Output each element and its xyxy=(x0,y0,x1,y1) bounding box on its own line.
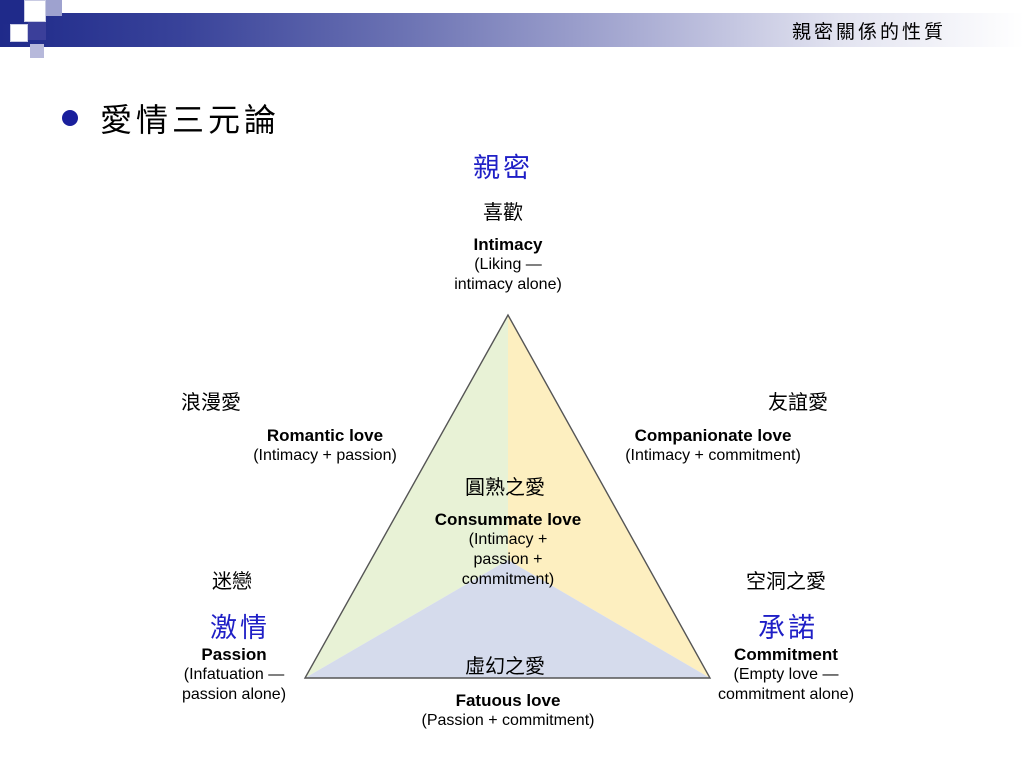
empty-love-cjk-label: 空洞之愛 xyxy=(746,569,826,593)
intimacy-sub-line2: intimacy alone) xyxy=(454,276,562,293)
intimacy-cjk-label: 親密 xyxy=(473,153,533,184)
region-blue xyxy=(305,560,710,678)
header-square-decoration xyxy=(0,0,24,24)
passion-sub-line2: passion alone) xyxy=(181,686,287,703)
header-square-decoration xyxy=(10,24,28,42)
passion-sub-line1: (Infatuation — xyxy=(183,666,285,683)
header-gradient-band xyxy=(0,13,1024,47)
header-square-decoration xyxy=(24,0,46,22)
fatuous-love-sub: (Passion + commitment) xyxy=(421,712,595,729)
slide-header: 親密關係的性質 xyxy=(0,0,1024,58)
intimacy-sub-line1: (Liking — xyxy=(474,256,542,273)
commitment-sub-line2: commitment alone) xyxy=(717,686,855,703)
romantic-love-title: Romantic love xyxy=(266,426,384,445)
consummate-love-sub-line2: passion + xyxy=(473,551,543,568)
romantic-love-label: Romantic love (Intimacy + passion) xyxy=(253,425,397,466)
companionate-love-cjk-label: 友誼愛 xyxy=(768,390,828,414)
header-square-decoration xyxy=(46,0,62,16)
header-title: 親密關係的性質 xyxy=(791,21,946,43)
intimacy-label: Intimacy (Liking — intimacy alone) xyxy=(454,234,562,295)
commitment-sub-line1: (Empty love — xyxy=(733,666,839,683)
consummate-love-cjk-label: 圓熟之愛 xyxy=(465,475,545,499)
fatuous-love-label: Fatuous love (Passion + commitment) xyxy=(422,690,595,731)
header-square-decoration xyxy=(30,44,44,58)
triangle-outline xyxy=(303,313,712,679)
romantic-love-sub: (Intimacy + passion) xyxy=(253,447,397,464)
bullet-text: 愛情三元論 xyxy=(100,101,281,139)
fatuous-love-title: Fatuous love xyxy=(455,691,561,710)
passion-label: Passion (Infatuation — passion alone) xyxy=(182,644,286,705)
consummate-love-sub-line3: commitment) xyxy=(461,571,555,588)
header-square-decoration xyxy=(28,22,46,40)
fatuous-love-cjk-label: 虛幻之愛 xyxy=(465,654,545,678)
romantic-love-cjk-label: 浪漫愛 xyxy=(181,390,241,414)
passion-title: Passion xyxy=(201,645,267,664)
commitment-cjk-label: 承諾 xyxy=(758,613,818,644)
infatuation-cjk-label: 迷戀 xyxy=(212,569,252,593)
bullet-item: 愛情三元論 xyxy=(62,96,280,140)
commitment-title: Commitment xyxy=(734,645,838,664)
intimacy-title: Intimacy xyxy=(473,235,543,254)
companionate-love-sub: (Intimacy + commitment) xyxy=(625,447,801,464)
consummate-love-sub-line1: (Intimacy + xyxy=(468,531,548,548)
companionate-love-title: Companionate love xyxy=(634,426,792,445)
consummate-love-title: Consummate love xyxy=(434,510,582,529)
companionate-love-label: Companionate love (Intimacy + commitment… xyxy=(625,425,801,466)
bullet-dot-icon xyxy=(62,110,78,126)
liking-cjk-label: 喜歡 xyxy=(483,200,523,224)
passion-cjk-label: 激情 xyxy=(210,613,270,644)
consummate-love-label: Consummate love (Intimacy + passion + co… xyxy=(435,509,581,590)
commitment-label: Commitment (Empty love — commitment alon… xyxy=(718,644,854,705)
